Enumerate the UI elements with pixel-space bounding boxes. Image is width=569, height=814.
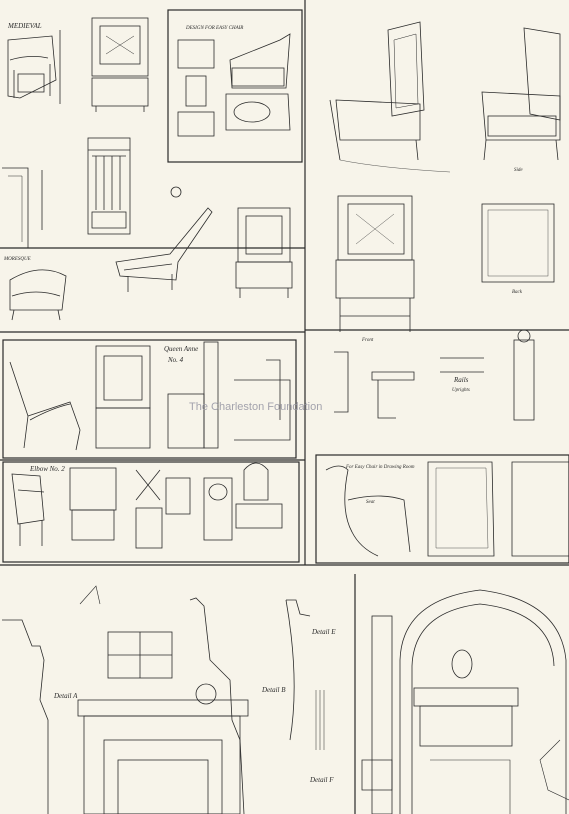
label-elbow-no2: Elbow No. 2	[30, 465, 65, 473]
label-moresque: MORESQUE	[4, 257, 31, 262]
tall-cabinet	[87, 137, 182, 235]
label-front: Front	[362, 338, 374, 343]
label-medieval: MEDIEVAL	[8, 22, 42, 30]
queen-anne-chairs	[9, 341, 291, 451]
label-detail-b: Detail B	[262, 686, 286, 694]
chair-front-view	[91, 17, 149, 112]
moulding-profiles	[285, 599, 325, 750]
drawing-room-easy-chair	[325, 461, 569, 557]
label-side: Side	[514, 168, 523, 173]
chair-back-view	[481, 203, 555, 283]
label-rails: Rails	[454, 376, 469, 384]
label-detail-e: Detail E	[312, 628, 336, 636]
elbow-chairs	[11, 462, 283, 549]
upholstered-chair-side	[481, 27, 561, 161]
reclining-chair	[115, 207, 213, 292]
label-queen-anne: Queen Anne	[164, 345, 199, 353]
tall-chair-front	[335, 195, 415, 332]
label-detail-f: Detail F	[310, 776, 334, 784]
rail-details	[334, 329, 535, 421]
moresque-chair	[9, 269, 67, 321]
label-back: Back	[512, 290, 522, 295]
label-easy-chair-design: DESIGN FOR EASY CHAIR	[186, 26, 244, 31]
fireplace-detail	[2, 167, 43, 249]
fireplace-elevation	[2, 585, 249, 814]
label-for-easy-chair: For Easy Chair in Drawing Room	[346, 465, 415, 470]
arched-alcove	[361, 589, 569, 814]
upholstered-chair-perspective	[329, 21, 451, 173]
watermark-text: The Charleston Foundation	[189, 401, 323, 413]
medieval-chair	[7, 30, 61, 104]
label-seat: Seat	[366, 500, 375, 505]
label-uprights: Uprights	[452, 388, 470, 393]
side-chair	[235, 207, 293, 298]
label-no4: No. 4	[168, 356, 184, 364]
label-detail-a: Detail A	[54, 692, 78, 700]
easy-chair-design	[177, 33, 291, 137]
